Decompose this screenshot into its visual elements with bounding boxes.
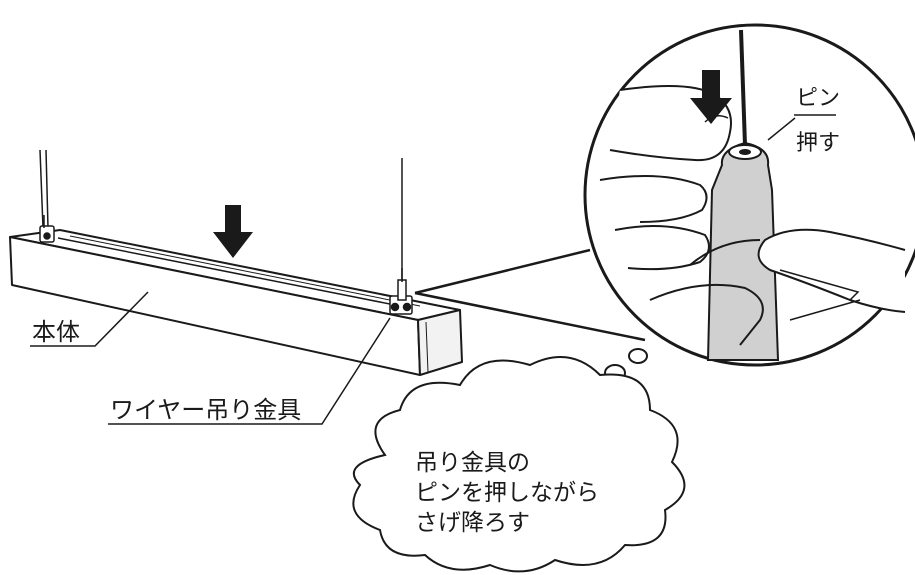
body-label: 本体 <box>32 318 80 346</box>
body-leader <box>30 291 149 347</box>
push-label: 押す <box>796 131 840 156</box>
fixture-body <box>9 229 463 376</box>
pin-label: ピン <box>796 86 840 111</box>
cloud-text-line2: ピンを押しながら <box>415 480 599 506</box>
wire-fitting-left <box>39 215 55 243</box>
suspension-wires <box>39 149 403 286</box>
magnified-view <box>583 23 915 367</box>
wire-fitting-right <box>389 268 413 315</box>
fitting-leader <box>108 317 391 425</box>
label-leaders <box>30 291 391 425</box>
left-wire-a <box>39 149 44 229</box>
push-arrow-icon <box>690 70 732 124</box>
wire-fitting-label: ワイヤー吊り金具 <box>110 396 301 424</box>
callout-wedge <box>414 248 646 342</box>
left-wire-b <box>45 149 49 229</box>
cloud-text-line1: 吊り金具の <box>415 450 530 476</box>
cloud-callout <box>352 356 686 573</box>
cloud-text-line3: さげ降ろす <box>415 510 530 536</box>
down-arrow-icon <box>213 205 253 258</box>
pin-leader <box>767 117 796 141</box>
